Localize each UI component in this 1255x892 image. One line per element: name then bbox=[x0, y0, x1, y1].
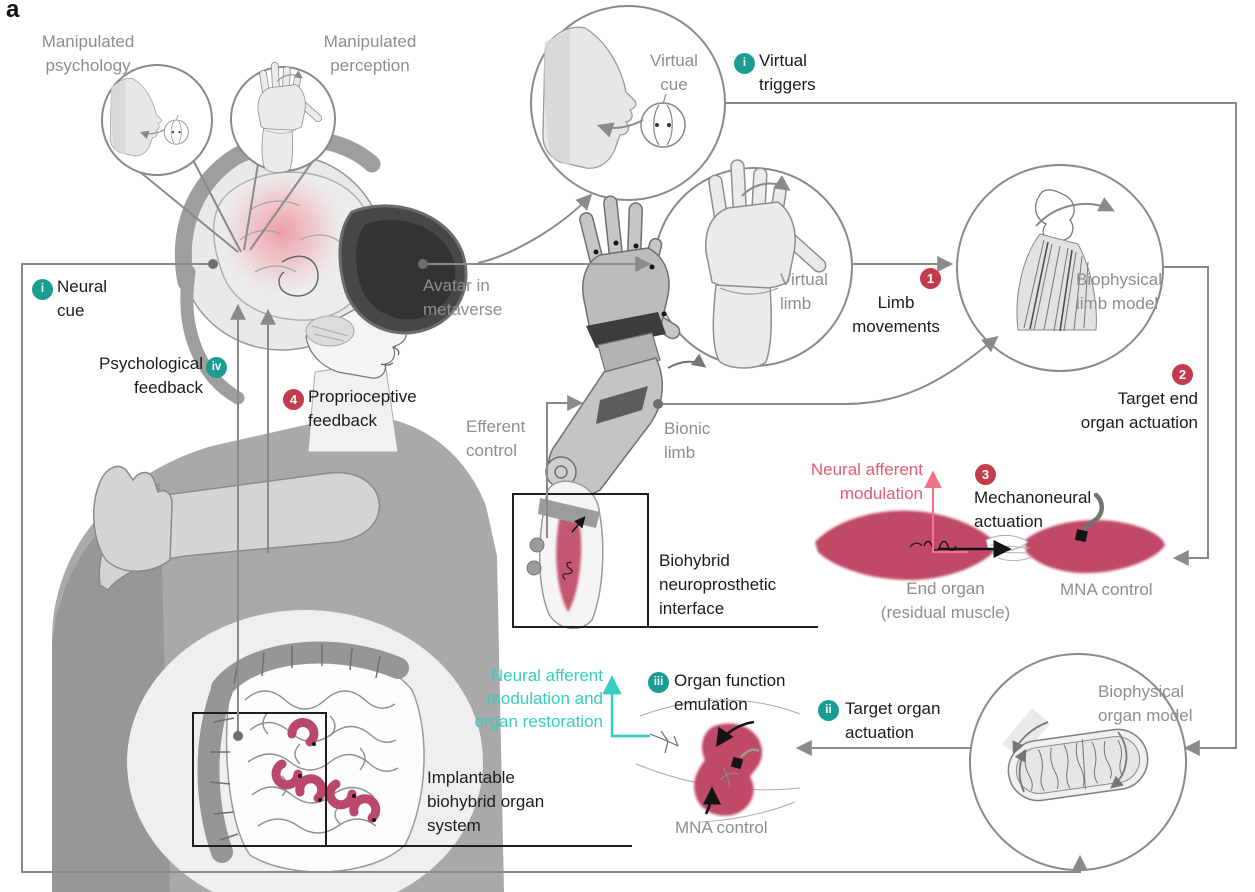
implant-organ-drawing bbox=[635, 699, 801, 823]
limb-model-sketch bbox=[1016, 189, 1115, 332]
step-badge-virtual-triggers: i bbox=[734, 53, 755, 74]
electrode-pad bbox=[1074, 529, 1088, 543]
organ-model-sketch bbox=[1002, 708, 1149, 802]
connector-lines bbox=[21, 102, 1237, 873]
step-badge-mechanoneural: 3 bbox=[975, 464, 996, 485]
step-badge-target-end-organ: 2 bbox=[1172, 364, 1193, 385]
step-badge-proprioceptive: 4 bbox=[283, 389, 304, 410]
biohybrid-interface-box bbox=[512, 493, 649, 628]
step-badge-limb-movements: 1 bbox=[920, 268, 941, 289]
vr-headset bbox=[338, 204, 468, 335]
organ-electrode-pad bbox=[730, 756, 744, 770]
neural-afferent-modulation-arrow bbox=[924, 470, 968, 554]
efferent-control-line bbox=[546, 395, 584, 538]
target-end-organ-line bbox=[1163, 266, 1209, 566]
step-badge-organ-function: iii bbox=[648, 672, 669, 693]
label-neural-afferent-organ: Neural afferent modulation and organ res… bbox=[474, 666, 603, 731]
callout-leader-lines bbox=[139, 157, 316, 253]
bionic-to-model-line bbox=[658, 335, 999, 405]
end-organ-muscle bbox=[815, 492, 1165, 580]
outer-loop-line bbox=[21, 263, 1088, 873]
branch-to-virtual-cue-line bbox=[477, 193, 593, 264]
step-badge-target-organ: ii bbox=[818, 700, 839, 721]
implanted-red-segments bbox=[271, 718, 381, 823]
nerve-branches bbox=[649, 730, 679, 754]
callout-boxes bbox=[192, 493, 818, 847]
label-mna-control-organ: MNA control bbox=[675, 818, 768, 837]
implantable-organ-box bbox=[192, 712, 327, 847]
hand-sketch bbox=[704, 159, 827, 369]
connector-dots bbox=[208, 259, 663, 741]
virtual-triggers-line bbox=[725, 102, 1237, 756]
step-badge-psychological-feedback: iv bbox=[206, 357, 227, 378]
label-mna-control-muscle: MNA control bbox=[1060, 580, 1153, 599]
panel-label: a bbox=[6, 0, 20, 23]
face-apple-sketch bbox=[542, 26, 686, 169]
organ-restoration-arrow bbox=[602, 675, 650, 738]
intestines bbox=[197, 641, 425, 873]
step-badge-neural-cue: i bbox=[32, 279, 53, 300]
label-end-organ: End organ(residual muscle) bbox=[880, 579, 1011, 622]
